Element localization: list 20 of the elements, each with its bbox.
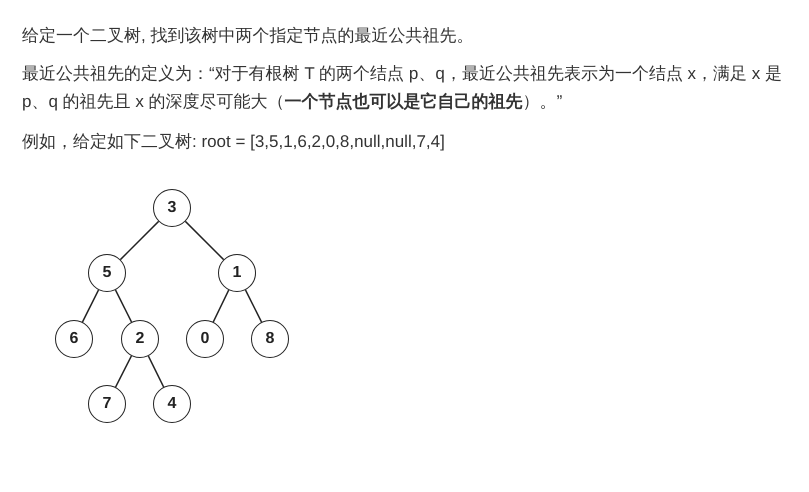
paragraph: 给定一个二叉树, 找到该树中两个指定节点的最近公共祖先。 [22,25,474,47]
tree-node: 0 [186,320,224,358]
tree-node: 4 [153,385,191,423]
paragraph: 例如，给定如下二叉树: root = [3,5,1,6,2,0,8,null,null,7,4] [22,131,446,153]
tree-node: 5 [88,254,126,292]
paragraph: 最近公共祖先的定义为：“对于有根树 T 的两个结点 p、q，最近公共祖先表示为一个结点 x，满足 x 是 p、q 的祖先且 x 的深度尽可能大（一个节点也可以是它自己的祖先）。” [22,63,783,113]
tree-node: 3 [153,189,191,227]
tree-node: 1 [218,254,256,292]
tree-edge [120,220,160,260]
tree-edge [148,356,164,388]
tree-node: 2 [121,320,159,358]
tree-edge [114,356,132,388]
tree-edge [114,290,132,322]
tree-edge [212,290,230,322]
tree-edge [244,290,262,322]
tree-edge [184,220,224,260]
tree-node: 7 [88,385,126,423]
tree-edge [82,290,100,322]
tree-node: 8 [251,320,289,358]
tree-node: 6 [55,320,93,358]
